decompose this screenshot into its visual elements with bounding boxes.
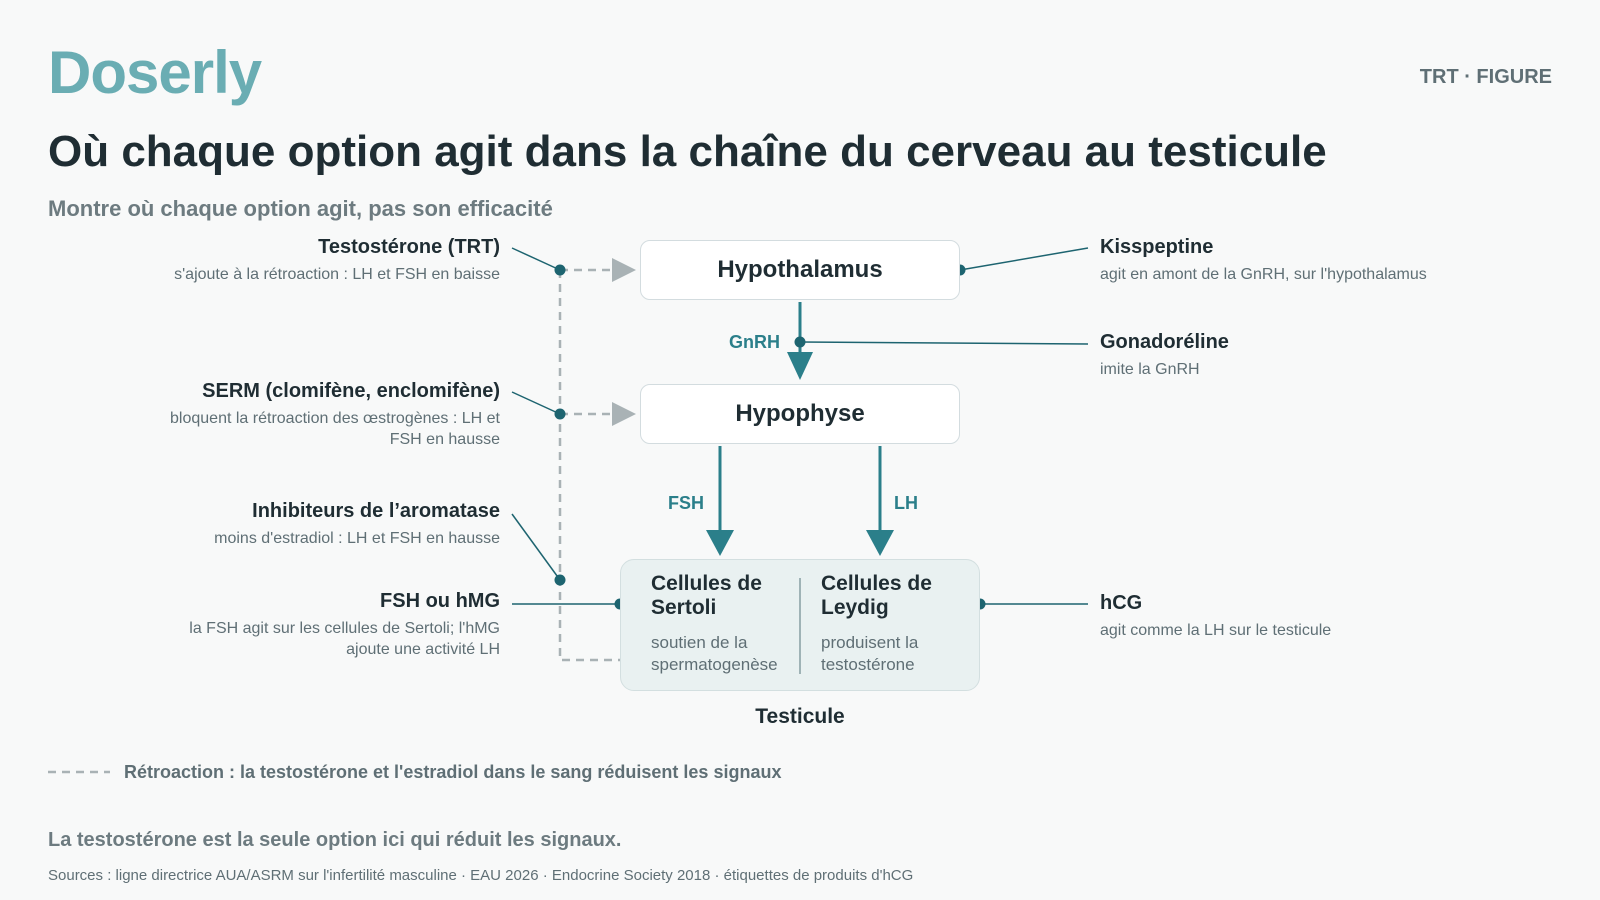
leader-gonadoreline xyxy=(799,341,1089,345)
sertoli-title: Cellules de Sertoli xyxy=(651,572,762,619)
feedback-arrowhead-hypophyse xyxy=(612,402,636,426)
option-serm: SERM (clomifène, enclomifène) bloquent l… xyxy=(140,380,500,450)
sources: Sources : ligne directrice AUA/ASRM sur … xyxy=(48,867,914,884)
page-subtitle: Montre où chaque option agit, pas son ef… xyxy=(48,196,553,221)
testicule-box: Cellules de Sertoli soutien de la sperma… xyxy=(620,559,980,691)
option-title: Gonadoréline xyxy=(1100,331,1229,353)
lh-arrowhead xyxy=(866,530,894,556)
option-title: SERM (clomifène, enclomifène) xyxy=(202,380,500,402)
cell-divider xyxy=(799,578,801,674)
option-desc: agit comme la LH sur le testicule xyxy=(1100,622,1332,639)
dot-gonadoreline xyxy=(794,336,806,348)
option-title: hCG xyxy=(1100,592,1143,614)
leader-kisspeptine xyxy=(959,247,1089,271)
gnrh-label: GnRH xyxy=(729,332,780,352)
option-gonadoreline: Gonadoréline imite la GnRH xyxy=(1100,331,1560,380)
leydig-desc: produisent la testostérone xyxy=(821,633,919,674)
option-title: Testostérone (TRT) xyxy=(318,236,500,258)
lh-label: LH xyxy=(894,493,918,513)
option-kisspeptine: Kisspeptine agit en amont de la GnRH, su… xyxy=(1100,236,1560,285)
option-title: Kisspeptine xyxy=(1100,236,1214,258)
gnrh-arrowhead xyxy=(787,352,813,380)
option-desc: imite la GnRH xyxy=(1100,361,1200,378)
dot-ai xyxy=(554,574,566,586)
dot-serm xyxy=(554,408,566,420)
feedback-arrowhead-hypothalamus xyxy=(612,258,636,282)
option-desc: bloquent la rétroaction des œstrogènes :… xyxy=(170,410,500,448)
option-desc: la FSH agit sur les cellules de Sertoli;… xyxy=(189,620,500,658)
option-hcg: hCG agit comme la LH sur le testicule xyxy=(1100,592,1560,641)
testicule-label: Testicule xyxy=(755,705,845,728)
hypothalamus-node: Hypothalamus xyxy=(640,240,960,300)
figure-tag: TRT · FIGURE xyxy=(1419,66,1552,88)
leydig-title: Cellules de Leydig xyxy=(821,572,932,619)
conclusion: La testostérone est la seule option ici … xyxy=(48,829,622,851)
sertoli-desc: soutien de la spermatogenèse xyxy=(651,633,778,674)
hypophyse-node: Hypophyse xyxy=(640,384,960,444)
brand-logo: Doserly xyxy=(48,39,262,106)
option-desc: s'ajoute à la rétroaction : LH et FSH en… xyxy=(174,266,500,283)
option-desc: moins d'estradiol : LH et FSH en hausse xyxy=(214,530,500,547)
fsh-label: FSH xyxy=(668,493,704,513)
option-desc: agit en amont de la GnRH, sur l'hypothal… xyxy=(1100,266,1427,283)
option-title: Inhibiteurs de l’aromatase xyxy=(252,500,500,522)
legend-feedback: Rétroaction : la testostérone et l'estra… xyxy=(124,762,782,782)
leydig-cell: Cellules de Leydig produisent la testost… xyxy=(821,572,981,676)
leader-trt xyxy=(511,247,561,271)
feedback-line xyxy=(558,270,620,662)
dot-trt xyxy=(554,264,566,276)
fsh-arrowhead xyxy=(706,530,734,556)
leader-serm xyxy=(511,391,561,415)
option-trt: Testostérone (TRT) s'ajoute à la rétroac… xyxy=(80,236,500,285)
option-fsh-hmg: FSH ou hMG la FSH agit sur les cellules … xyxy=(180,590,500,660)
sertoli-cell: Cellules de Sertoli soutien de la sperma… xyxy=(651,572,811,676)
leader-ai xyxy=(511,513,561,581)
option-aromatase: Inhibiteurs de l’aromatase moins d'estra… xyxy=(140,500,500,549)
option-title: FSH ou hMG xyxy=(380,590,500,612)
page-title: Où chaque option agit dans la chaîne du … xyxy=(48,127,1327,176)
